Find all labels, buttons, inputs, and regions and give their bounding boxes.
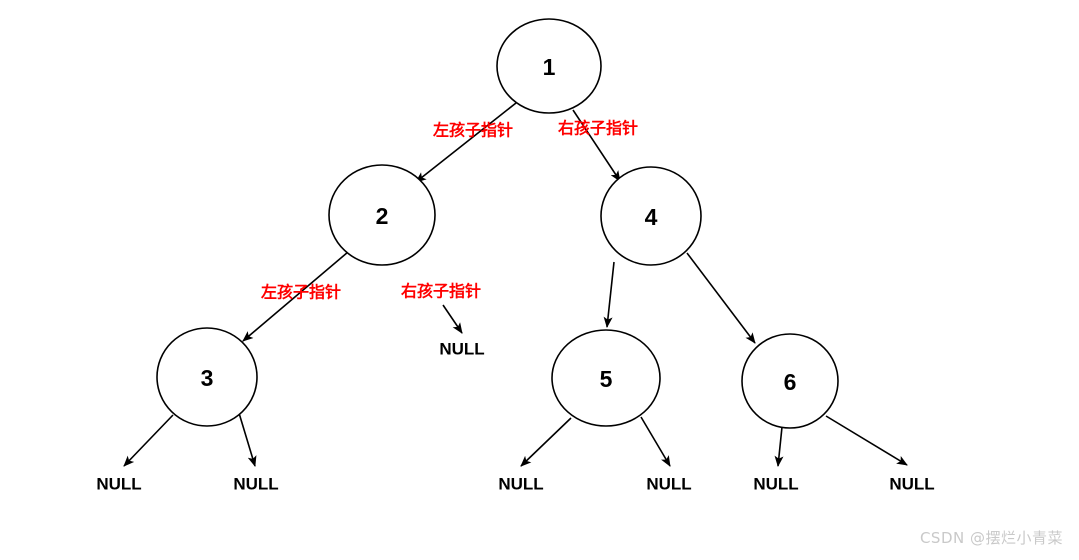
null-label: NULL xyxy=(753,475,798,494)
tree-edge xyxy=(415,102,517,183)
tree-node: 1 xyxy=(496,18,602,114)
node-circle xyxy=(156,327,258,427)
tree-node: 5 xyxy=(551,329,661,427)
tree-node: 6 xyxy=(741,333,839,429)
pointer-labels-layer: 左孩子指针右孩子指针左孩子指针右孩子指针 xyxy=(260,119,638,302)
node-value-label: 4 xyxy=(645,204,658,230)
node-circle xyxy=(600,166,702,266)
csdn-watermark: CSDN @摆烂小青菜 xyxy=(919,529,1063,547)
node-value-label: 3 xyxy=(201,365,214,391)
tree-node: 4 xyxy=(600,166,702,266)
tree-edge xyxy=(520,417,572,467)
pointer-label: 左孩子指针 xyxy=(432,121,513,140)
node-value-label: 5 xyxy=(600,366,613,392)
tree-edge xyxy=(572,109,621,182)
tree-edge xyxy=(238,412,257,467)
tree-edge xyxy=(686,252,756,344)
null-label: NULL xyxy=(646,475,691,494)
pointer-label: 右孩子指针 xyxy=(401,282,481,301)
tree-edge xyxy=(242,251,349,342)
node-value-label: 2 xyxy=(376,203,389,229)
tree-edge xyxy=(123,414,174,467)
node-circle xyxy=(741,333,839,429)
edges-layer xyxy=(123,102,908,467)
node-circle xyxy=(328,164,436,266)
tree-edge xyxy=(442,304,463,334)
tree-edge xyxy=(640,416,671,467)
tree-node: 3 xyxy=(156,327,258,427)
null-label: NULL xyxy=(498,475,543,494)
node-value-label: 6 xyxy=(784,369,797,395)
null-label: NULL xyxy=(233,475,278,494)
null-label: NULL xyxy=(439,340,484,359)
tree-edge xyxy=(774,426,784,467)
node-value-label: 1 xyxy=(543,54,556,80)
null-label: NULL xyxy=(96,475,141,494)
null-label: NULL xyxy=(889,475,934,494)
tree-edge xyxy=(825,415,908,466)
pointer-label: 左孩子指针 xyxy=(260,283,341,302)
node-circle xyxy=(551,329,661,427)
null-labels-layer: NULL NULL NULL NULL NULL NULL NULL xyxy=(96,340,934,494)
tree-edge xyxy=(603,261,615,328)
nodes-layer: 1 2 4 3 5 6 xyxy=(156,18,839,429)
node-circle xyxy=(496,18,602,114)
pointer-label: 右孩子指针 xyxy=(558,119,638,138)
tree-node: 2 xyxy=(328,164,436,266)
